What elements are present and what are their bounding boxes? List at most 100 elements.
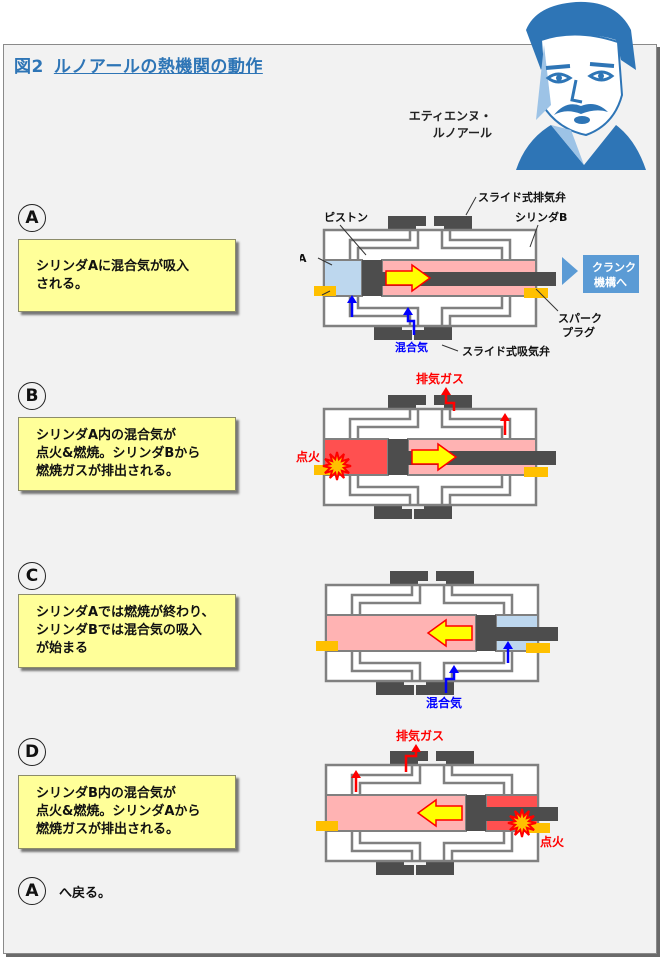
piston — [362, 260, 382, 296]
piston-motion-arrow — [416, 798, 463, 828]
step-badge-b: B — [18, 382, 46, 410]
step-a-note: シリンダAに混合気が吸入 される。 — [18, 239, 236, 312]
spark-plug-b — [524, 467, 548, 477]
ignition-spark-icon-d — [507, 808, 537, 838]
return-text: へ戻る。 — [59, 886, 112, 901]
intake-valve-left — [376, 861, 414, 875]
leader-spark-plug-left — [321, 290, 331, 296]
exhaust-valve-right — [436, 751, 474, 765]
spark-plug-a — [314, 286, 336, 296]
intake-arrowhead-c — [503, 641, 513, 649]
leader-exhaust-valve — [465, 196, 477, 216]
spark-plug-a — [316, 821, 338, 831]
intake-entry-arrow-c — [444, 673, 456, 693]
intake-flow-arrow-entry — [406, 313, 416, 335]
spark-plug-a — [316, 641, 338, 651]
footer-badge: A — [18, 877, 46, 905]
step-badge-c: C — [18, 562, 46, 590]
step-c-line2: シリンダBでは混合気の吸入 — [36, 623, 202, 638]
exhaust-out-arrowhead — [441, 387, 451, 395]
ignition-spark-icon — [322, 451, 352, 481]
intake-arrowhead-a — [347, 295, 357, 303]
passage-bottom-left — [350, 831, 422, 861]
exhaust-out-arrowhead-d — [411, 744, 421, 752]
passage-top-right — [440, 409, 512, 439]
piston-motion-arrow — [385, 263, 432, 293]
figure-number: 図2 — [14, 57, 44, 77]
leader-cylinder-b — [529, 224, 539, 248]
portrait-name-line1: エティエンヌ・ — [408, 109, 492, 123]
exhaust-valve-left — [390, 751, 428, 765]
leader-piston — [339, 224, 367, 256]
label-piston: ピストン — [324, 211, 368, 224]
engine-diagram-a: クランク機構へスライド式排気弁ピストンシリンダBシリンダAスパークプラグスパーク… — [300, 190, 639, 358]
step-badge-d: D — [18, 738, 46, 766]
crank-pointer-icon — [562, 257, 578, 285]
portrait-icon — [516, 1, 646, 170]
exhaust-valve-right — [436, 571, 474, 585]
label-mixture-c: 混合気 — [426, 695, 462, 710]
label-intake-valve: スライド式吸気弁 — [462, 344, 550, 358]
intake-valve-right — [416, 681, 454, 695]
step-d-note: シリンダB内の混合気が 点火&燃焼。シリンダAから 燃焼ガスが排出される。 — [18, 775, 236, 849]
intake-valve-left — [376, 681, 414, 695]
spark-plug-b — [526, 643, 550, 653]
label-spark-plug-right-1: スパーク — [558, 312, 602, 325]
intake-valve-left — [374, 326, 412, 340]
piston-rod — [496, 627, 558, 641]
passage-bottom-right — [442, 831, 514, 861]
figure-title-text: ルノアールの熱機関の動作 — [53, 57, 263, 77]
label-exhaust-gas-d: 排気ガス — [396, 728, 444, 743]
step-b-line1: シリンダA内の混合気が — [36, 428, 177, 443]
intake-entry-arrowhead-c — [449, 665, 459, 673]
step-b-line3: 燃焼ガスが排出される。 — [36, 464, 180, 479]
exhaust-arrowhead-d — [351, 770, 361, 778]
label-exhaust-gas: 排気ガス — [416, 371, 464, 386]
intake-arrowhead-entry — [403, 307, 413, 315]
step-c-note: シリンダAでは燃焼が終わり、 シリンダBでは混合気の吸入 が始まる — [18, 594, 236, 668]
passage-top-right — [442, 585, 514, 615]
exhaust-arrowhead — [500, 413, 510, 421]
step-c-line1: シリンダAでは燃焼が終わり、 — [36, 605, 215, 620]
spark-plug-a — [314, 465, 336, 475]
intake-valve-left — [374, 505, 412, 519]
label-spark-plug-right-2: プラグ — [562, 325, 595, 339]
passage-bottom-right — [442, 651, 514, 681]
portrait-name-line2: ルノアール — [432, 126, 492, 140]
step-badge-a: A — [18, 204, 46, 232]
intake-valve-right — [414, 326, 452, 340]
label-cylinder-a: シリンダA — [300, 251, 307, 265]
piston — [466, 795, 486, 831]
exhaust-out-arrow-d — [404, 750, 418, 772]
label-ignition-d: 点火 — [540, 834, 565, 849]
passage-top-left — [348, 230, 420, 260]
step-d-line1: シリンダB内の混合気が — [36, 786, 176, 801]
passage-bottom-left — [348, 475, 420, 505]
exhaust-valve-left — [390, 571, 428, 585]
crank-label-line1: クランク — [592, 261, 636, 274]
intake-valve-right — [414, 505, 452, 519]
piston-motion-arrow — [411, 442, 458, 472]
step-d-line2: 点火&燃焼。シリンダAから — [36, 804, 201, 819]
label-mixture: 混合気 — [395, 340, 428, 354]
passage-top-left — [350, 585, 422, 615]
passage-bottom-left — [350, 651, 422, 681]
leader-spark-plug-right — [535, 288, 559, 312]
label-exhaust-valve: スライド式排気弁 — [478, 190, 566, 204]
spark-plug-b — [524, 288, 548, 298]
leader-intake-valve — [441, 344, 459, 352]
portrait-name: エティエンヌ・ ルノアール — [400, 108, 492, 142]
intake-valve-right — [416, 861, 454, 875]
piston — [476, 615, 496, 651]
passage-top-right — [440, 230, 512, 260]
passage-top-left — [350, 765, 422, 795]
passage-bottom-right — [440, 475, 512, 505]
exhaust-valve-left — [388, 216, 426, 230]
step-d-line3: 燃焼ガスが排出される。 — [36, 822, 180, 837]
piston-motion-arrow — [426, 618, 473, 648]
passage-bottom-right — [440, 296, 512, 326]
label-cylinder-b: シリンダB — [515, 210, 567, 224]
exhaust-valve-right — [434, 216, 472, 230]
